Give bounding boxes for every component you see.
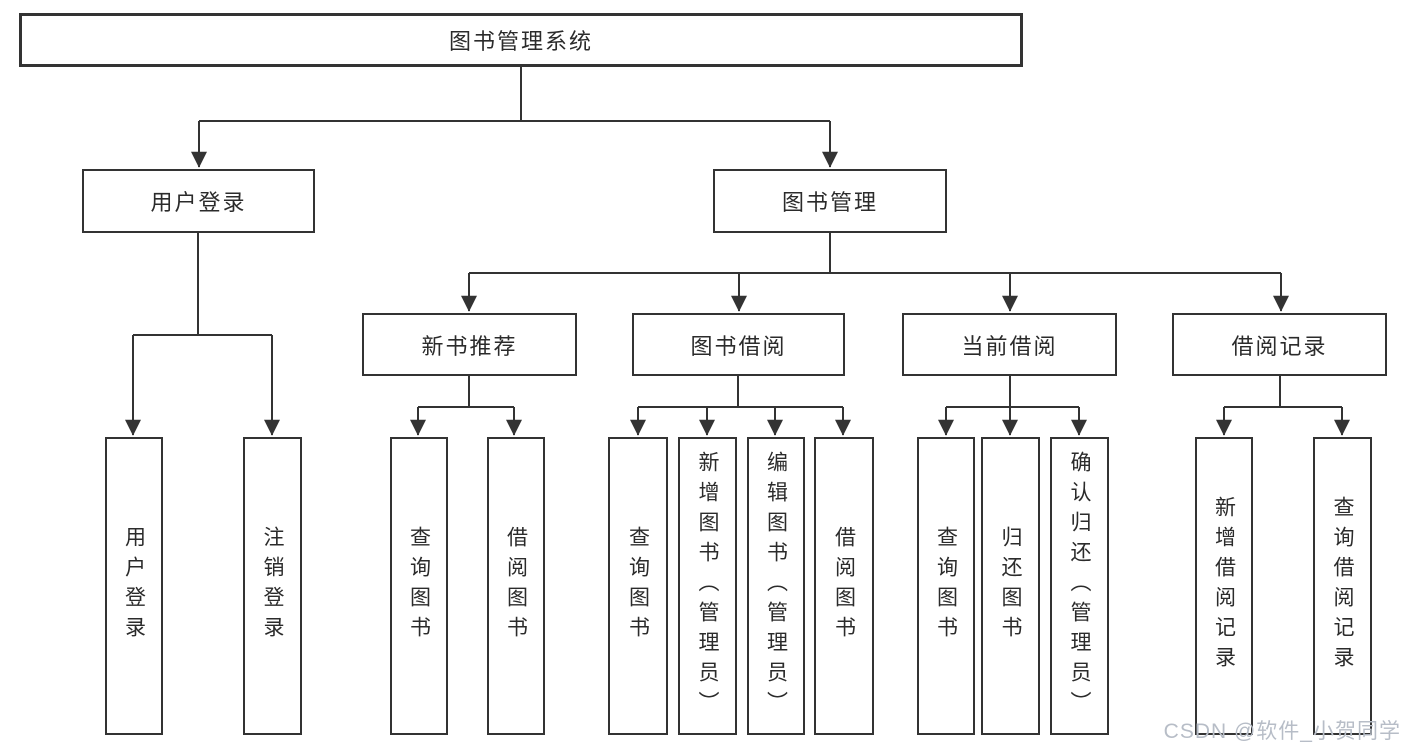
node-label: 注销登录 <box>261 526 284 646</box>
node-current-borrowing: 当前借阅 <box>902 313 1117 376</box>
leaf-query-books-borrowing: 查询图书 <box>608 437 668 735</box>
node-label: 归还图书 <box>999 526 1022 646</box>
node-label: 查询图书 <box>407 526 431 646</box>
leaf-edit-books-admin: 编辑图书（管理员） <box>747 437 805 735</box>
node-label: 编辑图书（管理员） <box>764 451 788 721</box>
leaf-user-login: 用户登录 <box>105 437 163 735</box>
node-label: 用户登录 <box>122 526 146 646</box>
node-label: 借阅图书 <box>504 526 528 646</box>
leaf-add-books-admin: 新增图书（管理员） <box>678 437 737 735</box>
node-label: 查询图书 <box>626 526 650 646</box>
leaf-query-books-current: 查询图书 <box>917 437 975 735</box>
leaf-return-books: 归还图书 <box>981 437 1040 735</box>
leaf-confirm-return-admin: 确认归还（管理员） <box>1050 437 1109 735</box>
node-label: 当前借阅 <box>961 333 1058 359</box>
node-label: 图书借阅 <box>690 333 787 359</box>
node-borrowing-records: 借阅记录 <box>1172 313 1387 376</box>
node-label: 图书管理 <box>781 190 878 215</box>
leaf-logout: 注销登录 <box>243 437 302 735</box>
node-label: 图书管理系统 <box>448 29 593 54</box>
leaf-borrow-books: 借阅图书 <box>814 437 874 735</box>
node-new-book-recommend: 新书推荐 <box>362 313 577 376</box>
node-book-management: 图书管理 <box>713 169 947 233</box>
node-label: 新书推荐 <box>421 333 518 359</box>
node-label: 查询图书 <box>934 526 958 646</box>
node-label: 查询借阅记录 <box>1331 496 1354 676</box>
node-user-login: 用户登录 <box>82 169 315 233</box>
node-book-borrowing: 图书借阅 <box>632 313 845 376</box>
node-label: 新增借阅记录 <box>1212 496 1236 676</box>
node-label: 借阅图书 <box>832 526 856 646</box>
node-label: 确认归还（管理员） <box>1068 451 1091 721</box>
leaf-borrow-books-recommend: 借阅图书 <box>487 437 545 735</box>
leaf-query-books-recommend: 查询图书 <box>390 437 448 735</box>
leaf-query-borrow-record: 查询借阅记录 <box>1313 437 1372 735</box>
csdn-watermark: CSDN @软件_小贺同学 <box>1163 720 1401 743</box>
node-label: 借阅记录 <box>1231 333 1328 359</box>
leaf-add-borrow-record: 新增借阅记录 <box>1195 437 1253 735</box>
node-label: 用户登录 <box>150 190 247 215</box>
node-library-management-system: 图书管理系统 <box>19 13 1023 67</box>
node-label: 新增图书（管理员） <box>696 451 719 721</box>
